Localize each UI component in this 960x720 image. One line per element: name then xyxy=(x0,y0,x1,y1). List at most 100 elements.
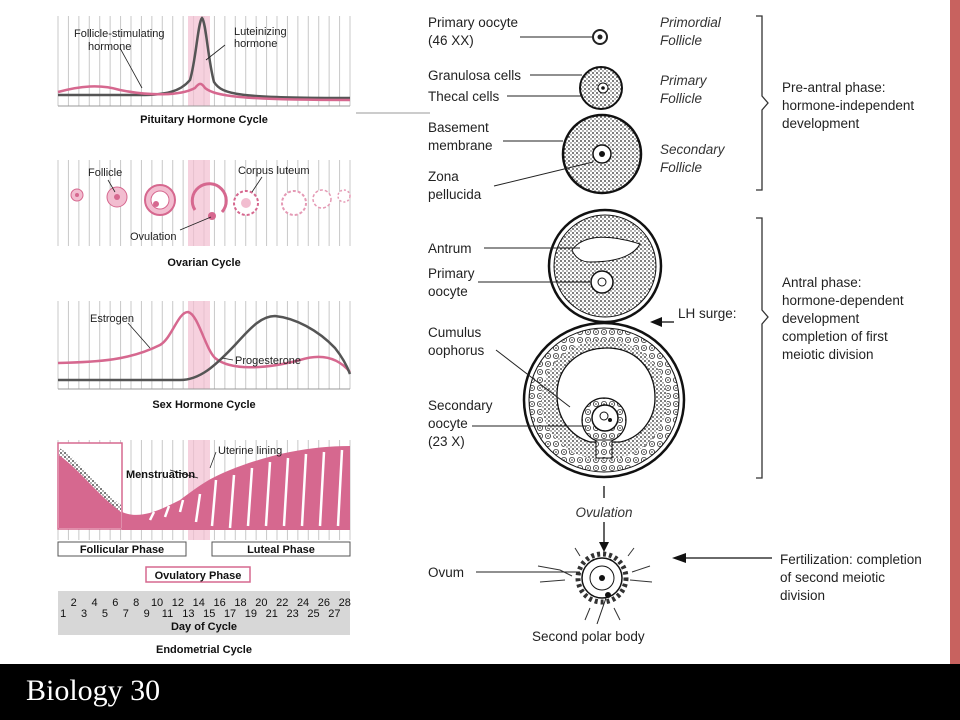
fertilization-arrow xyxy=(672,553,772,563)
day-tick-label: 14 xyxy=(193,597,205,609)
uterine-lining-label: Uterine lining xyxy=(218,445,282,457)
primary-oocyte-label-2: (46 XX) xyxy=(428,33,474,48)
lh-surge-label: LH surge: xyxy=(678,306,737,321)
primary-follicle-drawing xyxy=(507,66,623,110)
day-tick-label: 21 xyxy=(266,608,278,620)
day-tick-label: 3 xyxy=(81,608,87,620)
lh-curve xyxy=(58,16,351,100)
day-tick-label: 22 xyxy=(276,597,288,609)
day-tick-label: 13 xyxy=(182,608,194,620)
antral-phase-label: Antral phase: xyxy=(782,275,862,290)
primary-oocyte-antral-label: Primary xyxy=(428,266,475,281)
ovarian-panel: Follicle Corpus luteum Ovulation Ovarian… xyxy=(57,160,351,269)
lh-label-2: hormone xyxy=(234,38,277,50)
second-polar-body-label: Second polar body xyxy=(532,629,645,644)
granulosa-cells-label: Granulosa cells xyxy=(428,68,521,83)
pituitary-caption: Pituitary Hormone Cycle xyxy=(140,114,268,126)
ovum-drawing xyxy=(476,547,653,625)
secondary-follicle-label-2: Follicle xyxy=(660,160,702,175)
day-tick-label: 12 xyxy=(172,597,184,609)
footer-bar xyxy=(0,664,960,720)
day-tick-label: 7 xyxy=(123,608,129,620)
preantral-phase-label-3: development xyxy=(782,116,860,131)
day-tick-label: 5 xyxy=(102,608,108,620)
day-tick-label: 15 xyxy=(203,608,215,620)
reproductive-cycle-diagram: Follicle-stimulating hormone Luteinizing… xyxy=(57,15,922,656)
fertilization-label-2: of second meiotic xyxy=(780,570,885,585)
primary-oocyte-label: Primary oocyte xyxy=(428,15,518,30)
uterine-lining xyxy=(122,446,350,530)
preantral-bracket xyxy=(756,15,769,191)
day-tick-label: 6 xyxy=(112,597,118,609)
fsh-label: Follicle-stimulating xyxy=(74,28,164,40)
day-tick-label: 9 xyxy=(144,608,150,620)
fertilization-label-3: division xyxy=(780,588,825,603)
secondary-oocyte-label-2: oocyte xyxy=(428,416,468,431)
day-tick-label: 20 xyxy=(255,597,267,609)
secondary-follicle-label: Secondary xyxy=(660,142,726,157)
lh-surge-arrow xyxy=(650,317,674,327)
zona-pellucida-label: Zona xyxy=(428,169,459,184)
slide-title: Biology 30 xyxy=(26,674,161,707)
sex-hormone-panel: Estrogen Progesterone Sex Hormone Cycle xyxy=(57,301,352,411)
primordial-follicle-label-2: Follicle xyxy=(660,33,702,48)
day-tick-label: 28 xyxy=(339,597,351,609)
day-tick-label: 8 xyxy=(133,597,139,609)
progesterone-label: Progesterone xyxy=(235,355,301,367)
estrogen-curve xyxy=(57,310,351,373)
day-tick-label: 25 xyxy=(307,608,319,620)
antral-phase-label-4: completion of first xyxy=(782,329,888,344)
follicle-icon xyxy=(70,182,228,220)
sex-hormone-caption: Sex Hormone Cycle xyxy=(152,399,255,411)
endometrial-caption: Endometrial Cycle xyxy=(156,644,252,656)
graafian-follicle-drawing xyxy=(472,321,686,479)
pituitary-panel: Follicle-stimulating hormone Luteinizing… xyxy=(57,16,351,126)
day-tick-label: 19 xyxy=(245,608,257,620)
ovulation-arrow xyxy=(599,486,609,552)
day-tick-label: 4 xyxy=(91,597,97,609)
menstruation-label: Menstruation xyxy=(126,469,195,481)
cumulus-label: Cumulus xyxy=(428,325,482,340)
day-tick-label: 26 xyxy=(318,597,330,609)
cumulus-label-2: oophorus xyxy=(428,343,485,358)
antral-phase-label-2: hormone-dependent xyxy=(782,293,904,308)
day-tick-label: 16 xyxy=(214,597,226,609)
antral-phase-label-3: development xyxy=(782,311,860,326)
basement-membrane-label: Basement xyxy=(428,120,489,135)
antrum-label: Antrum xyxy=(428,241,472,256)
fsh-label-2: hormone xyxy=(88,41,131,53)
progesterone-curve xyxy=(58,314,352,382)
endometrial-panel: Uterine lining Menstruation Follicular P… xyxy=(57,440,351,656)
day-axis-label: Day of Cycle xyxy=(171,621,237,633)
accent-bar xyxy=(950,0,960,664)
ovulation-label: Ovulation xyxy=(575,505,632,520)
fsh-curve xyxy=(57,82,351,102)
thecal-cells-label: Thecal cells xyxy=(428,89,500,104)
antral-phase-label-5: meiotic division xyxy=(782,347,874,362)
ovum-label: Ovum xyxy=(428,565,464,580)
day-tick-label: 17 xyxy=(224,608,236,620)
antral-follicle-drawing xyxy=(478,208,663,324)
estrogen-label: Estrogen xyxy=(90,313,134,325)
ovulatory-phase-label: Ovulatory Phase xyxy=(155,570,242,582)
day-tick-label: 10 xyxy=(151,597,163,609)
primary-follicle-label-2: Follicle xyxy=(660,91,702,106)
day-tick-label: 18 xyxy=(234,597,246,609)
follicular-phase-label: Follicular Phase xyxy=(80,544,164,556)
fertilization-label: Fertilization: completion xyxy=(780,552,922,567)
corpus-luteum-icon xyxy=(233,189,351,216)
preantral-phase-label: Pre-antral phase: xyxy=(782,80,886,95)
corpus-luteum-label: Corpus luteum xyxy=(238,165,310,177)
secondary-oocyte-label: Secondary xyxy=(428,398,493,413)
day-tick-label: 23 xyxy=(287,608,299,620)
day-tick-label: 11 xyxy=(162,608,173,620)
secondary-follicle-drawing xyxy=(493,113,643,195)
secondary-oocyte-label-3: (23 X) xyxy=(428,434,465,449)
ovarian-caption: Ovarian Cycle xyxy=(167,257,240,269)
primordial-follicle-label: Primordial xyxy=(660,15,722,30)
lh-label: Luteinizing xyxy=(234,26,287,38)
antral-bracket xyxy=(756,217,769,479)
preantral-phase-label-2: hormone-independent xyxy=(782,98,914,113)
